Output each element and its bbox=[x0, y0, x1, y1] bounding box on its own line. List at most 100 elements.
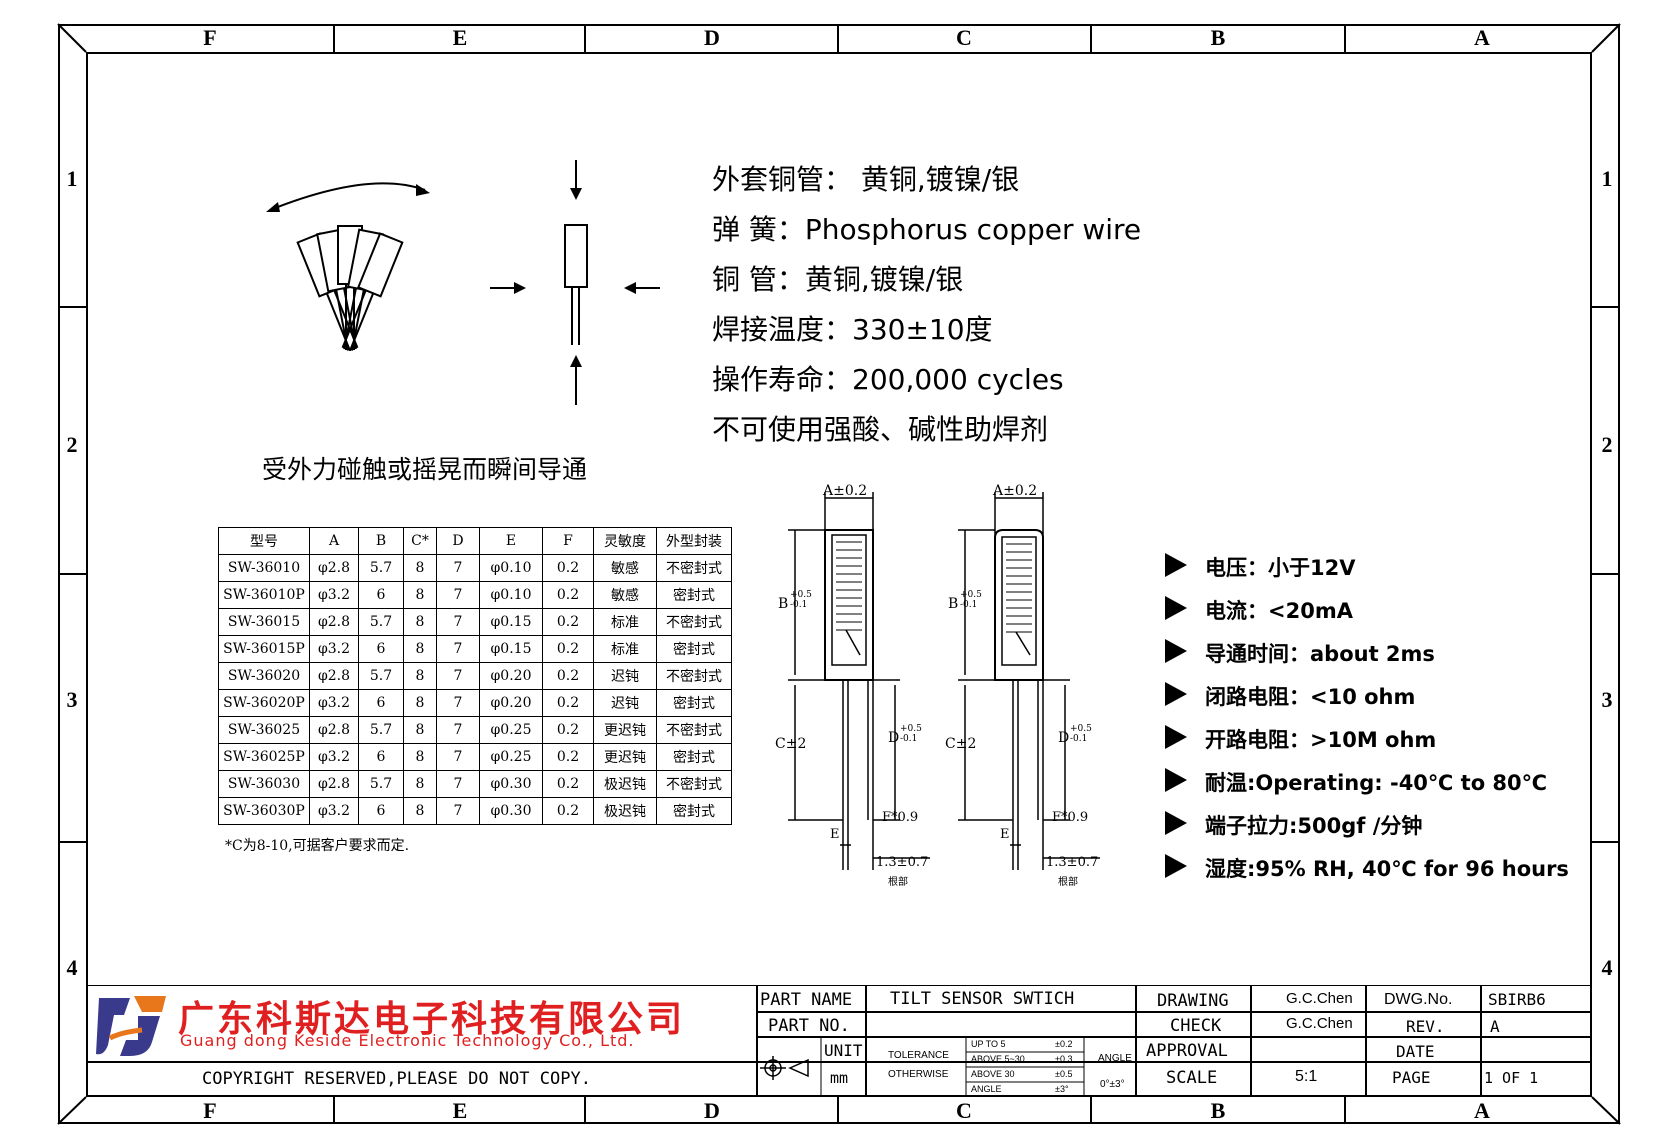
table-cell: φ0.30 bbox=[479, 797, 543, 825]
table-cell: 0.2 bbox=[542, 662, 594, 690]
table-cell: φ3.2 bbox=[309, 689, 359, 717]
company-name-cn: 广东科斯达电子科技有限公司 bbox=[178, 999, 686, 1040]
title-block-grid bbox=[86, 985, 1592, 1097]
table-cell: 不密封式 bbox=[656, 662, 732, 690]
table-cell: 密封式 bbox=[656, 581, 732, 609]
table-cell: 不密封式 bbox=[656, 770, 732, 798]
table-cell: φ0.15 bbox=[479, 635, 543, 663]
tilt-illustration bbox=[266, 160, 660, 405]
dim-label-d-left: D bbox=[888, 730, 900, 746]
table-cell: φ0.15 bbox=[479, 608, 543, 636]
rev-value: A bbox=[1490, 1017, 1500, 1036]
table-header: A bbox=[309, 527, 359, 555]
table-cell: 7 bbox=[436, 581, 480, 609]
spec-life: 操作寿命：200,000 cycles bbox=[712, 363, 1064, 396]
zone-letter-bottom-d: D bbox=[704, 1098, 720, 1123]
table-cell: φ0.20 bbox=[479, 662, 543, 690]
table-cell: 标准 bbox=[593, 635, 657, 663]
tol-value-2: ±0.3 bbox=[1055, 1054, 1073, 1064]
table-cell: 5.7 bbox=[358, 608, 404, 636]
table-cell: φ3.2 bbox=[309, 797, 359, 825]
table-cell: 极迟钝 bbox=[593, 797, 657, 825]
dim-label-a-right: A±0.2 bbox=[993, 483, 1038, 499]
date-label: DATE bbox=[1396, 1042, 1435, 1061]
zone-letter-bottom-f: F bbox=[203, 1098, 217, 1123]
zone-number-right-1: 1 bbox=[1601, 166, 1613, 191]
table-cell: 7 bbox=[436, 770, 480, 798]
projection-symbol-icon bbox=[760, 1056, 809, 1080]
table-cell: 7 bbox=[436, 608, 480, 636]
dim-label-f-left: F*0.9 bbox=[882, 810, 919, 825]
table-cell: SW-36010 bbox=[218, 554, 310, 582]
table-cell: 5.7 bbox=[358, 770, 404, 798]
table-cell: 8 bbox=[403, 797, 437, 825]
param-temperature: 耐温:Operating: -40℃ to 80℃ bbox=[1205, 771, 1548, 795]
table-cell: φ2.8 bbox=[309, 770, 359, 798]
table-cell: φ0.25 bbox=[479, 743, 543, 771]
param-closed-resistance: 闭路电阻：<10 ohm bbox=[1205, 685, 1416, 709]
zone-letter-top-e: E bbox=[452, 25, 468, 50]
drawing-label: DRAWING bbox=[1157, 991, 1229, 1011]
page-label: PAGE bbox=[1392, 1068, 1431, 1087]
spec-solder-temp: 焊接温度：330±10度 bbox=[712, 313, 993, 346]
bullet-arrow-icon bbox=[1165, 639, 1187, 663]
bullet-arrow-icon bbox=[1165, 596, 1187, 620]
dim-label-e-left: E bbox=[830, 827, 840, 842]
param-open-resistance: 开路电阻：>10M ohm bbox=[1205, 728, 1437, 752]
table-cell: 5.7 bbox=[358, 716, 404, 744]
tol-value-3: ±0.5 bbox=[1055, 1069, 1073, 1079]
table-cell: φ0.25 bbox=[479, 716, 543, 744]
dim-label-root-left: 1.3±0.7 bbox=[876, 855, 929, 870]
company-logo bbox=[96, 996, 166, 1056]
table-header: F bbox=[542, 527, 594, 555]
table-cell: φ3.2 bbox=[309, 743, 359, 771]
table-cell: 0.2 bbox=[542, 554, 594, 582]
dim-label-root-right: 1.3±0.7 bbox=[1046, 855, 1099, 870]
dim-tol-d-left: +0.5 -0.1 bbox=[900, 724, 922, 744]
tol-range-4: ANGLE bbox=[971, 1084, 1002, 1094]
dim-label-c-left: C±2 bbox=[775, 736, 807, 752]
table-cell: 密封式 bbox=[656, 797, 732, 825]
table-cell: φ0.10 bbox=[479, 581, 543, 609]
param-voltage: 电压：小于12V bbox=[1205, 556, 1356, 580]
table-cell: 8 bbox=[403, 689, 437, 717]
table-cell: φ2.8 bbox=[309, 716, 359, 744]
zone-letter-bottom-c: C bbox=[956, 1098, 972, 1123]
dim-tol-b-left: +0.5 -0.1 bbox=[790, 590, 812, 610]
table-header: E bbox=[479, 527, 543, 555]
bullet-arrow-icon bbox=[1165, 553, 1187, 577]
table-cell: SW-36020P bbox=[218, 689, 310, 717]
table-cell: SW-36025P bbox=[218, 743, 310, 771]
approval-label: APPROVAL bbox=[1146, 1041, 1228, 1061]
zone-number-right-2: 2 bbox=[1601, 432, 1613, 457]
table-header-row: 型号 A B C* D E F 灵敏度 外型封装 bbox=[218, 527, 732, 555]
part-name-value: TILT SENSOR SWTICH bbox=[890, 989, 1075, 1009]
table-cell: SW-36030P bbox=[218, 797, 310, 825]
tol-range-2: ABOVE 5~30 bbox=[971, 1054, 1025, 1064]
table-cell: 不密封式 bbox=[656, 554, 732, 582]
table-cell: 8 bbox=[403, 608, 437, 636]
zone-letter-top-a: A bbox=[1474, 25, 1490, 50]
bullet-arrow-icon bbox=[1165, 725, 1187, 749]
table-cell: 6 bbox=[358, 635, 404, 663]
table-cell: φ0.30 bbox=[479, 770, 543, 798]
zone-letter-bottom-a: A bbox=[1474, 1098, 1490, 1123]
zone-number-right-3: 3 bbox=[1601, 687, 1613, 712]
table-cell: 5.7 bbox=[358, 662, 404, 690]
table-note: *C为8-10,可据客户要求而定. bbox=[225, 838, 410, 854]
spec-inner-tube: 铜 管：黄铜,镀镍/银 bbox=[712, 263, 964, 296]
param-pull-force: 端子拉力:500gf /分钟 bbox=[1205, 814, 1423, 838]
tolerance-label: TOLERANCE bbox=[888, 1050, 949, 1061]
table-cell: 迟钝 bbox=[593, 689, 657, 717]
drawing-value: G.C.Chen bbox=[1286, 990, 1353, 1007]
bullet-arrow-icon bbox=[1165, 854, 1187, 878]
table-cell: 8 bbox=[403, 554, 437, 582]
table-cell: 不密封式 bbox=[656, 608, 732, 636]
dim-label-d-right: D bbox=[1058, 730, 1070, 746]
table-cell: 0.2 bbox=[542, 743, 594, 771]
table-cell: φ0.10 bbox=[479, 554, 543, 582]
